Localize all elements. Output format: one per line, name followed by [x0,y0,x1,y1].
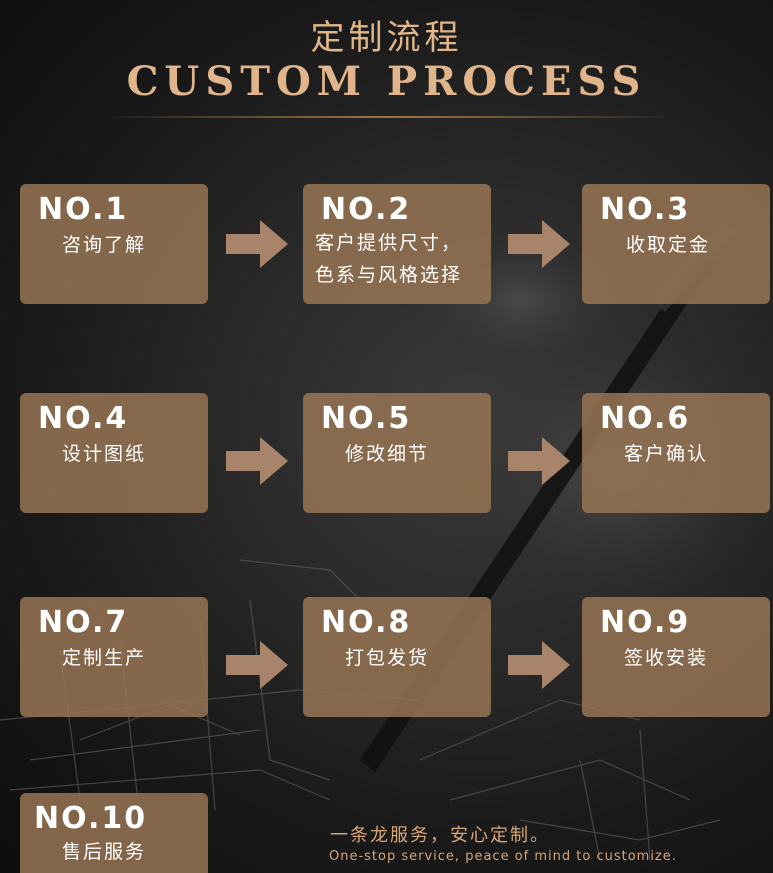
step-label: 设计图纸 [62,443,147,465]
step-label: 咨询了解 [62,234,147,256]
right-arrow-icon [508,220,570,268]
step-card-7: NO.7 定制生产 [20,597,208,717]
step-number: NO.10 [34,801,148,836]
step-label: 修改细节 [345,443,430,465]
right-arrow-icon [226,437,288,485]
step-label-line1: 客户提供尺寸， [315,232,463,254]
footer-slogan-en: One-stop service, peace of mind to custo… [329,849,677,864]
step-label: 收取定金 [626,234,711,256]
step-label: 打包发货 [345,647,430,669]
page-title-en: CUSTOM PROCESS [126,58,647,105]
right-arrow-icon [508,641,570,689]
step-label: 签收安装 [624,647,709,669]
step-number: NO.3 [600,192,691,227]
title-divider [100,116,680,118]
step-card-3: NO.3 收取定金 [582,184,770,304]
step-number: NO.1 [38,192,129,227]
step-card-8: NO.8 打包发货 [303,597,491,717]
page-title-cn: 定制流程 [310,18,463,58]
step-card-9: NO.9 签收安装 [582,597,770,717]
step-label: 定制生产 [62,647,147,669]
step-label: 售后服务 [62,841,147,863]
right-arrow-icon [226,641,288,689]
step-label-line2: 色系与风格选择 [315,264,463,286]
step-number: NO.4 [38,401,129,436]
step-card-5: NO.5 修改细节 [303,393,491,513]
right-arrow-icon [226,220,288,268]
right-arrow-icon [508,437,570,485]
step-number: NO.6 [600,401,691,436]
step-number: NO.7 [38,605,129,640]
step-card-6: NO.6 客户确认 [582,393,770,513]
step-card-10: NO.10 售后服务 [20,793,208,873]
step-number: NO.9 [600,605,691,640]
footer-slogan-cn: 一条龙服务，安心定制。 [330,825,550,846]
step-number: NO.8 [321,605,412,640]
step-card-4: NO.4 设计图纸 [20,393,208,513]
step-number: NO.5 [321,401,412,436]
step-number: NO.2 [321,192,412,227]
step-card-1: NO.1 咨询了解 [20,184,208,304]
step-card-2: NO.2 客户提供尺寸， 色系与风格选择 [303,184,491,304]
step-label: 客户确认 [624,443,709,465]
